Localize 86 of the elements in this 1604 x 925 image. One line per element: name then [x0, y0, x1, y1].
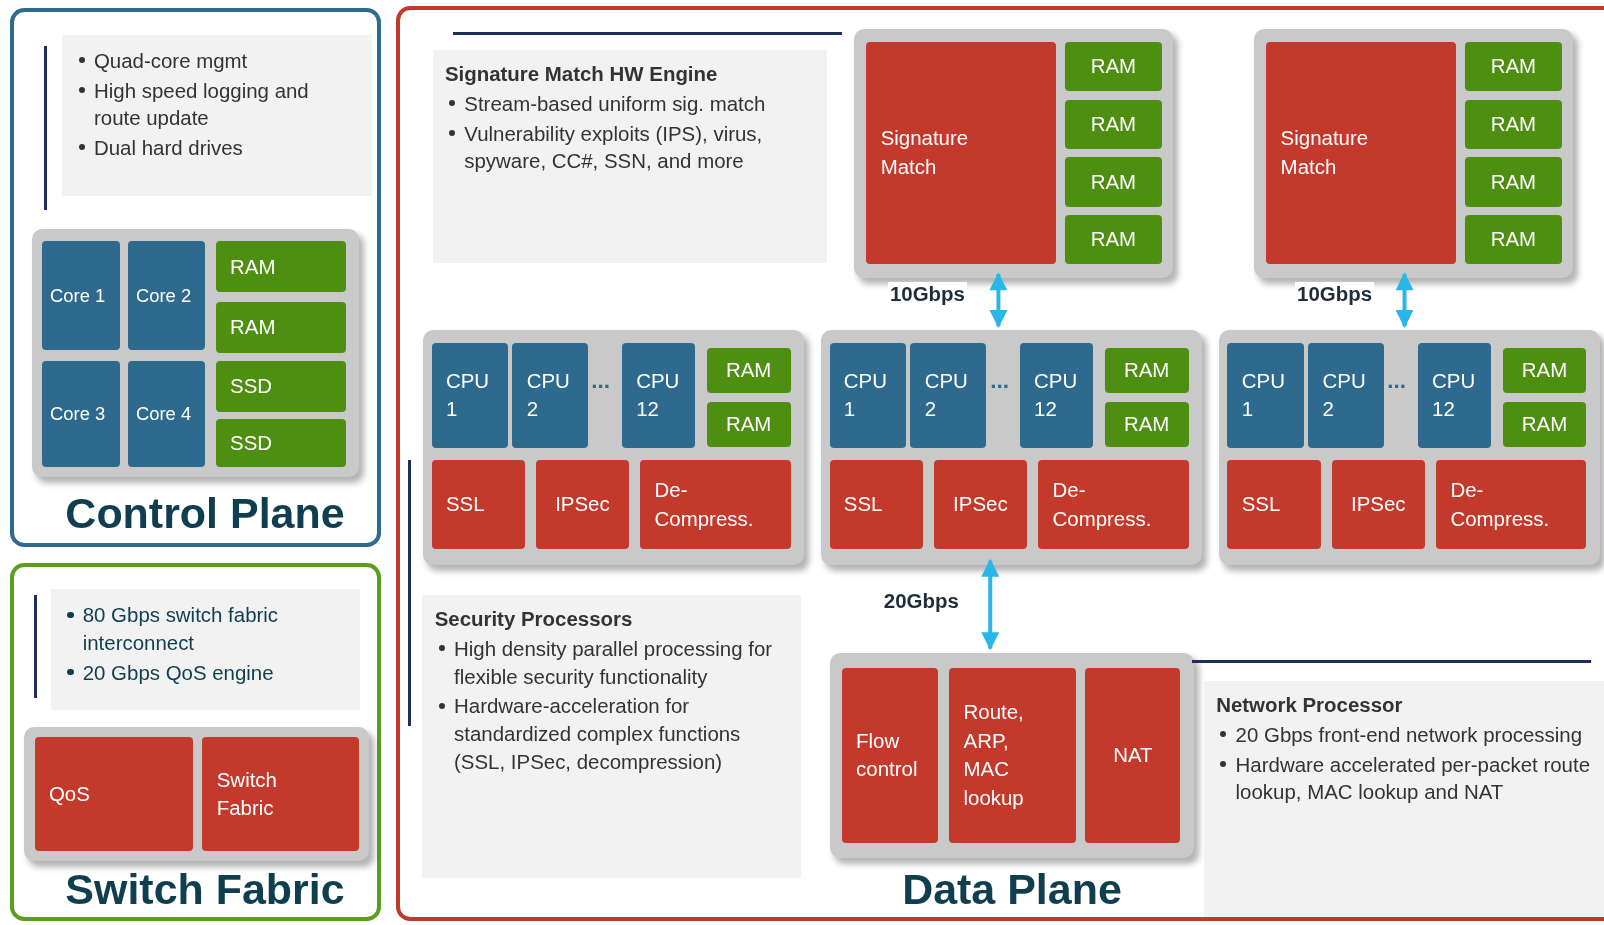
component-block: SSL — [431, 460, 525, 550]
board-card — [31, 229, 359, 477]
component-block: RAM — [1064, 41, 1162, 91]
component-block: RAM — [1502, 347, 1587, 393]
component-block: Signature Match — [1266, 41, 1456, 264]
component-block: CPU 12 — [1417, 342, 1492, 448]
ellipsis-label: ... — [1387, 368, 1406, 395]
component-block: RAM — [215, 241, 346, 293]
component-block: IPSec — [933, 460, 1027, 550]
component-block: RAM — [1104, 401, 1189, 447]
component-block: SSD — [215, 361, 346, 413]
component-block: RAM — [1464, 100, 1562, 150]
component-block: RAM — [706, 347, 791, 393]
component-block: CPU 2 — [1308, 342, 1384, 448]
bullet-item: High speed logging and route update — [93, 77, 310, 132]
board-card — [423, 330, 804, 565]
component-block: CPU 1 — [431, 342, 509, 448]
component-block: Signature Match — [866, 41, 1056, 264]
feature-note — [1203, 681, 1604, 918]
component-block: RAM — [215, 301, 346, 353]
plane-panel — [10, 8, 381, 548]
note-heading: Network Processor — [1216, 692, 1404, 719]
component-block: RAM — [1502, 401, 1587, 447]
component-block: RAM — [1464, 157, 1562, 207]
feature-note — [422, 595, 801, 878]
component-block: De-Compress. — [1038, 460, 1189, 550]
component-block: Switch Fabric — [202, 737, 359, 851]
board-card — [829, 652, 1194, 859]
feature-note — [51, 589, 360, 710]
double-arrow — [1395, 272, 1414, 329]
board-card — [821, 330, 1202, 565]
component-block: CPU 1 — [1227, 342, 1305, 448]
ellipsis-label: ... — [591, 368, 611, 395]
component-block: IPSec — [535, 460, 629, 550]
plane-panel — [395, 6, 1604, 921]
note-heading: Signature Match HW Engine — [444, 61, 719, 88]
component-block: RAM — [1104, 347, 1189, 393]
component-block: SSL — [1227, 460, 1321, 550]
component-block: RAM — [706, 401, 791, 447]
component-block: Core 3 — [41, 361, 120, 468]
component-block: CPU 12 — [621, 342, 696, 448]
bullet-item: 80 Gbps switch fabric interconnect — [82, 602, 280, 656]
component-block: Flow control — [841, 667, 938, 843]
component-block: RAM — [1064, 157, 1162, 207]
component-block: RAM — [1064, 214, 1162, 264]
feature-note — [432, 50, 828, 263]
plane-panel — [10, 562, 381, 921]
feature-note — [62, 34, 373, 197]
bullet-item: Dual hard drives — [93, 134, 243, 161]
component-block: Core 1 — [41, 241, 120, 350]
component-block: CPU 1 — [829, 342, 907, 448]
component-block: Route, ARP, MAC lookup — [949, 667, 1077, 843]
component-block: RAM — [1464, 41, 1562, 91]
board-card — [1219, 330, 1600, 565]
component-block: RAM — [1064, 100, 1162, 150]
bullet-item: Vulnerability exploits (IPS), virus, spyware, CC#, SSN, and more — [464, 120, 764, 175]
component-block: IPSec — [1331, 460, 1425, 550]
double-arrow — [981, 558, 1000, 651]
component-block: Core 2 — [127, 241, 206, 350]
component-block: SSD — [215, 419, 346, 468]
double-arrow — [989, 272, 1008, 329]
component-block: De-Compress. — [640, 460, 791, 550]
bullet-item: Hardware-acceleration for standardized complex functions (SSL, IPSec, decompression) — [454, 693, 742, 775]
board-card — [854, 28, 1174, 279]
component-block: SSL — [829, 460, 923, 550]
bullet-item: Hardware accelerated per-packet route lookup, MAC lookup and NAT — [1235, 751, 1591, 806]
bullet-item: Quad-core mgmt — [93, 47, 248, 74]
component-block: CPU 2 — [910, 342, 986, 448]
panel-heading: Switch Fabric — [65, 865, 345, 915]
component-block: NAT — [1085, 667, 1181, 843]
note-heading: Security Processors — [434, 606, 634, 633]
board-card — [24, 727, 370, 862]
panel-heading: Data Plane — [902, 865, 1122, 915]
component-block: CPU 12 — [1019, 342, 1094, 448]
bullet-item: High density parallel processing for flexible security functionality — [454, 636, 774, 690]
ellipsis-label: ... — [990, 368, 1009, 395]
component-block: CPU 2 — [512, 342, 589, 448]
component-block: De-Compress. — [1436, 460, 1587, 550]
board-card — [1254, 28, 1574, 279]
component-block: Core 4 — [127, 361, 206, 468]
bullet-item: Stream-based uniform sig. match — [464, 90, 766, 117]
bullet-item: 20 Gbps front-end network processing — [1235, 722, 1583, 749]
component-block: RAM — [1464, 214, 1562, 264]
bullet-item: 20 Gbps QoS engine — [82, 659, 274, 686]
panel-heading: Control Plane — [65, 488, 345, 539]
component-block: QoS — [34, 737, 194, 851]
